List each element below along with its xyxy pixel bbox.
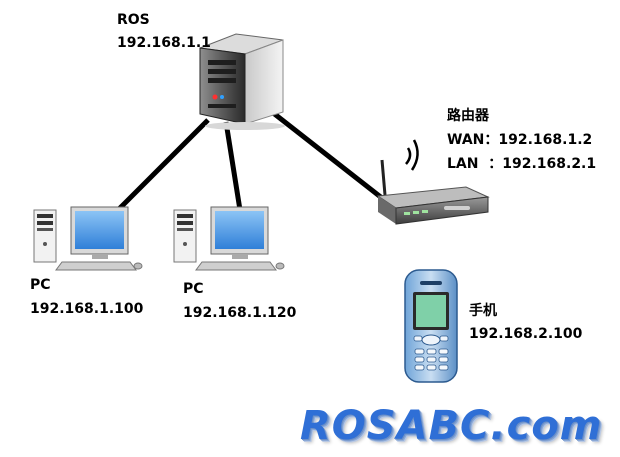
wifi-signal-icon (405, 139, 419, 171)
phone-ip-label: 192.168.2.100 (469, 326, 583, 342)
phone-icon (404, 269, 458, 383)
router-wan-label: WAN (447, 132, 485, 148)
pc1-name-label: PC (30, 277, 51, 293)
router-wan-row: WAN：192.168.1.2 (447, 132, 593, 148)
router-wan-ip: 192.168.1.2 (498, 132, 593, 148)
phone-name-label: 手机 (469, 303, 497, 319)
link-server-pc2 (223, 121, 243, 211)
link-server-router (270, 110, 384, 200)
pc2-icon (173, 206, 285, 271)
router-name-label: 路由器 (447, 108, 489, 124)
pc1-icon (33, 206, 143, 271)
router-lan-ip: 192.168.2.1 (502, 156, 597, 172)
rosabc-logo: ROSABC.com (300, 403, 603, 449)
router-lan-label: LAN (447, 156, 479, 172)
pc2-name-label: PC (183, 281, 204, 297)
link-server-pc1 (116, 118, 210, 212)
pc2-ip-label: 192.168.1.120 (183, 305, 297, 321)
router-icon (376, 159, 490, 225)
pc1-ip-label: 192.168.1.100 (30, 301, 144, 317)
server-ip-label: 192.168.1.1 (117, 35, 211, 51)
server-shadow-icon (205, 122, 285, 130)
router-lan-row: LAN ：192.168.2.1 (447, 156, 597, 172)
server-name-label: ROS (117, 12, 150, 28)
server-icon (199, 33, 284, 125)
